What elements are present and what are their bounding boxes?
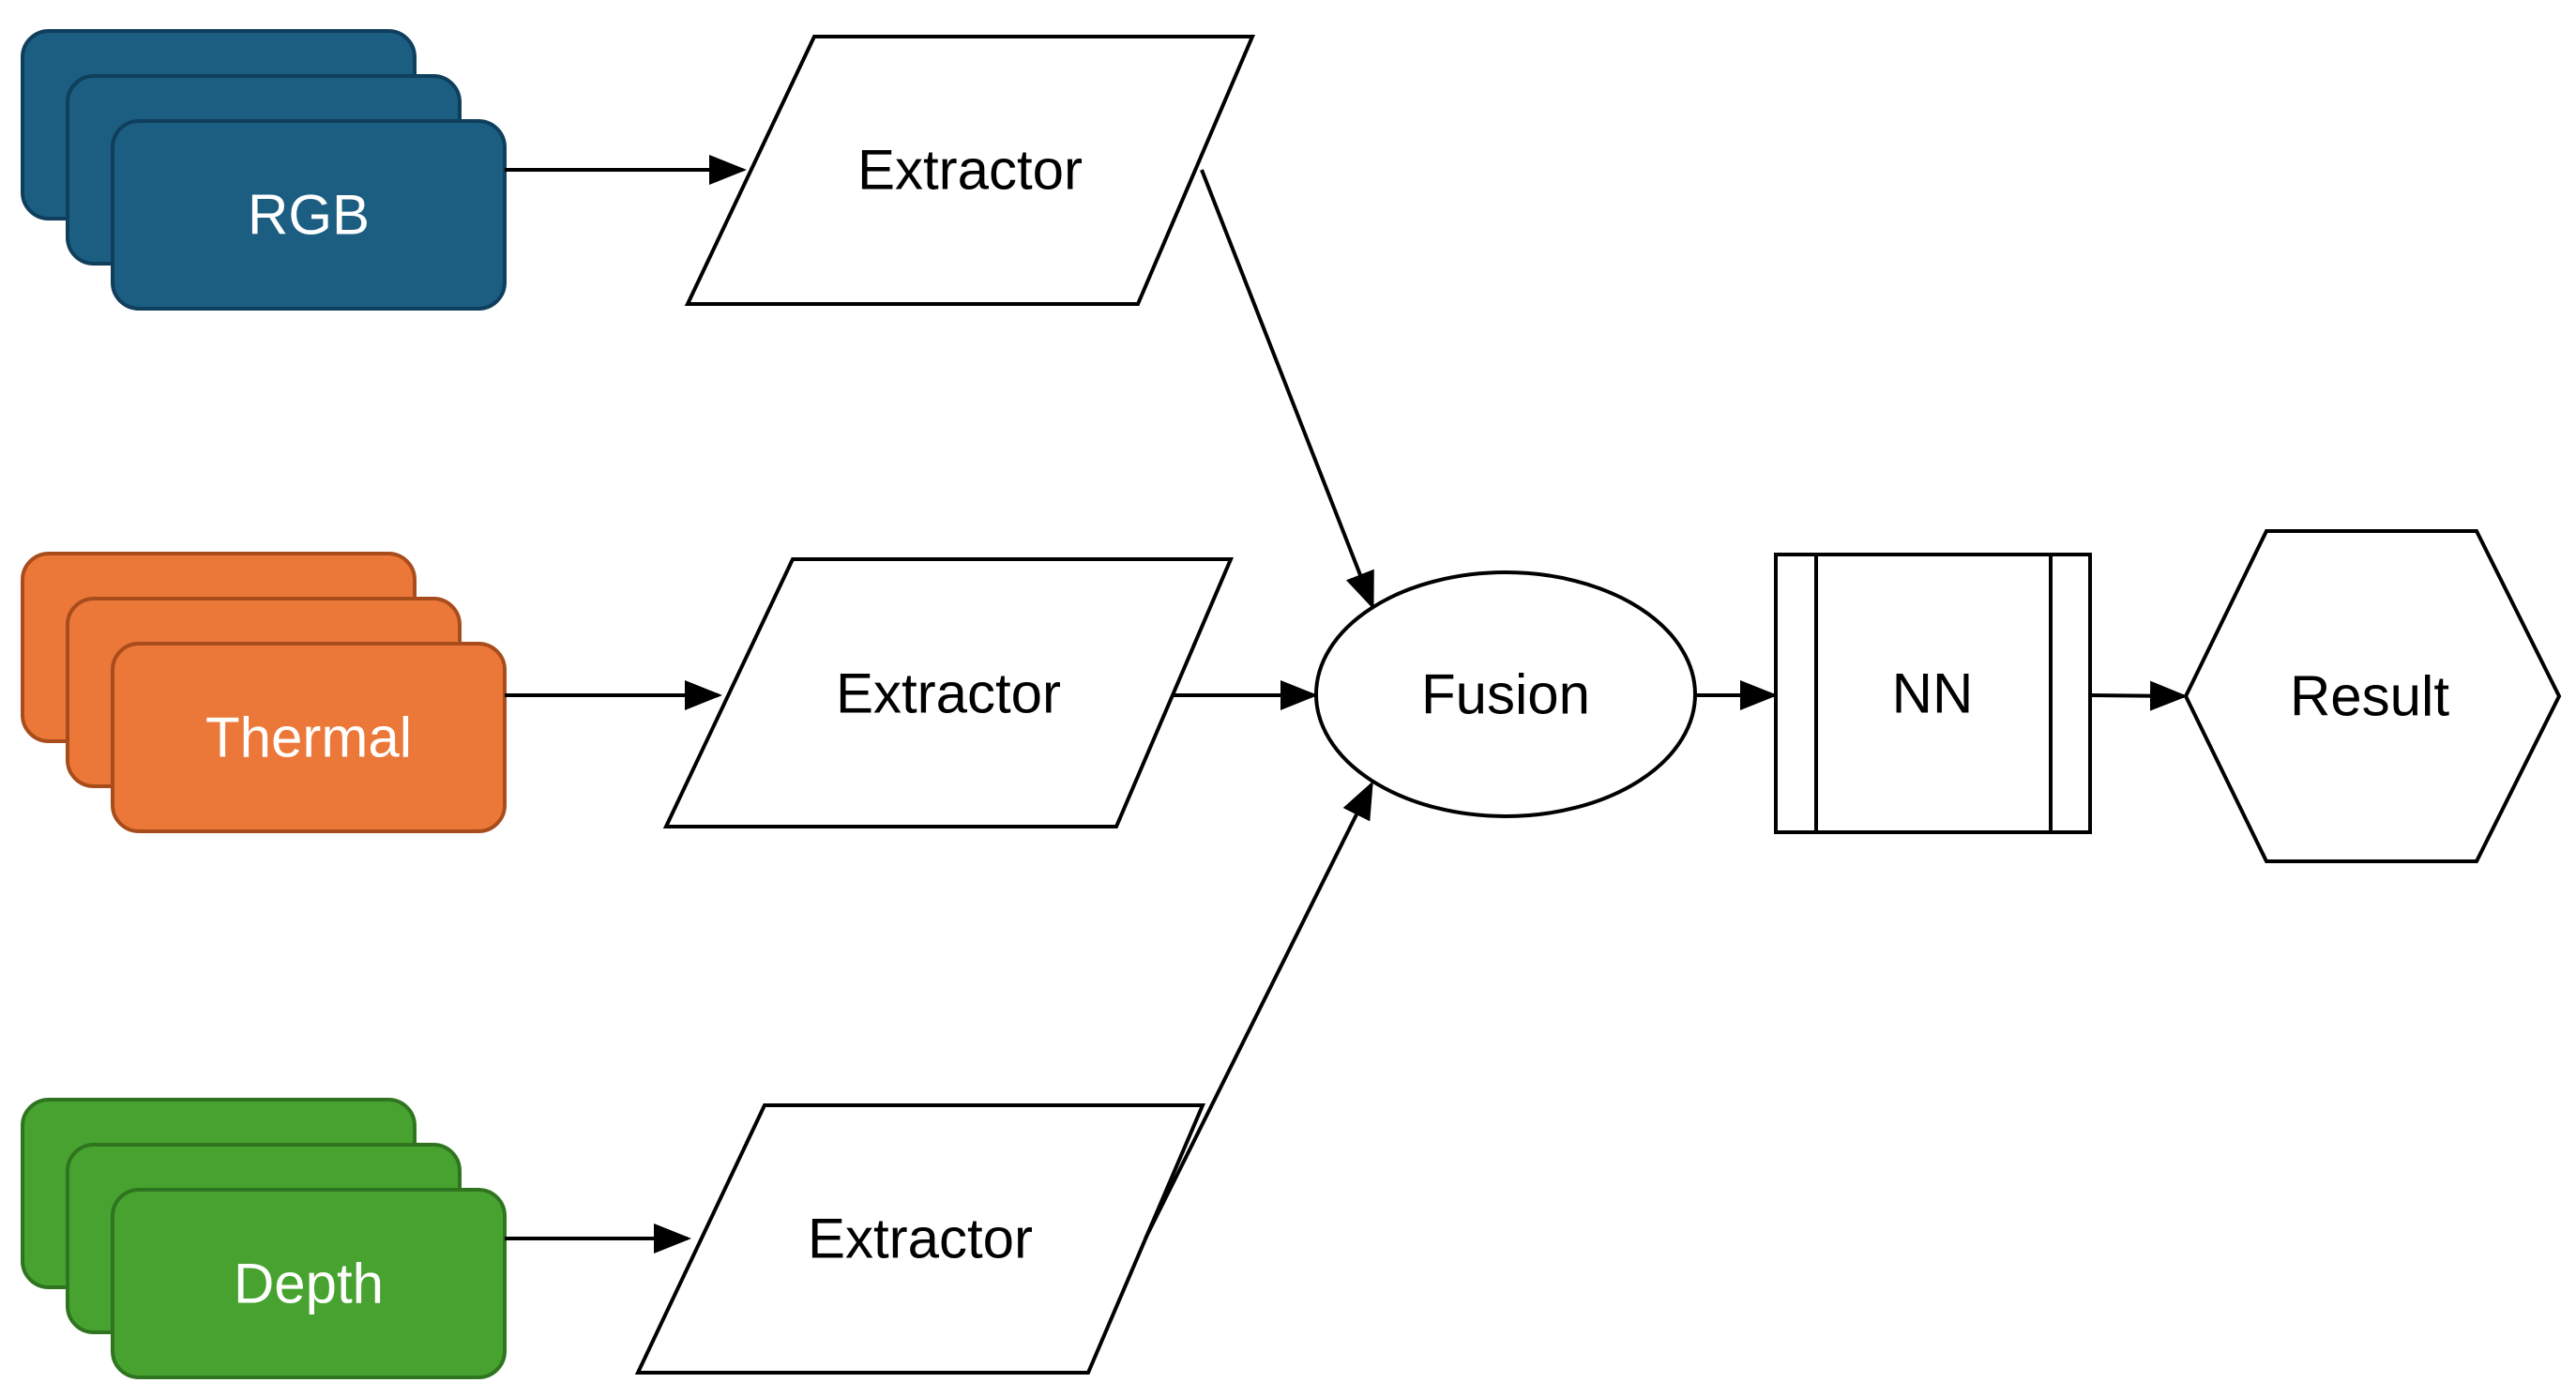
extractor-thermal-shape [662, 557, 1235, 828]
arrow-nn-to-result [2089, 680, 2188, 711]
nn-node: NN [1774, 553, 2092, 834]
result-hexagon [2183, 529, 2562, 863]
fusion-node: Fusion [1314, 570, 1697, 818]
result-label: Result [2290, 665, 2449, 728]
nn-box [1774, 553, 2092, 834]
input-stack-depth: Depth [21, 1098, 507, 1379]
nn-label: NN [1892, 662, 1974, 725]
extractor-rgb-label: Extractor [857, 139, 1083, 202]
extractor-rgb-shape [684, 35, 1256, 306]
extractor-rgb: Extractor [684, 35, 1256, 306]
result-node: Result [2183, 529, 2562, 863]
rgb-label: RGB [248, 184, 370, 247]
depth-label: Depth [234, 1253, 384, 1315]
extractor-thermal-label: Extractor [836, 662, 1061, 725]
extractor-depth-label: Extractor [808, 1208, 1033, 1270]
input-stack-thermal: Thermal [21, 552, 507, 833]
fusion-label: Fusion [1421, 663, 1590, 726]
extractor-thermal: Extractor [662, 557, 1235, 828]
arrow-depth-extractor-to-fusion [1144, 781, 1373, 1239]
rgb-front-card [111, 119, 507, 311]
extractor-depth-shape [634, 1103, 1206, 1375]
input-stack-rgb: RGB [21, 29, 507, 311]
thermal-label: Thermal [205, 707, 412, 769]
arrow-rgb-extractor-to-fusion [1200, 169, 1374, 610]
extractor-depth: Extractor [634, 1103, 1206, 1375]
depth-front-card [111, 1188, 507, 1379]
thermal-front-card [111, 642, 507, 833]
